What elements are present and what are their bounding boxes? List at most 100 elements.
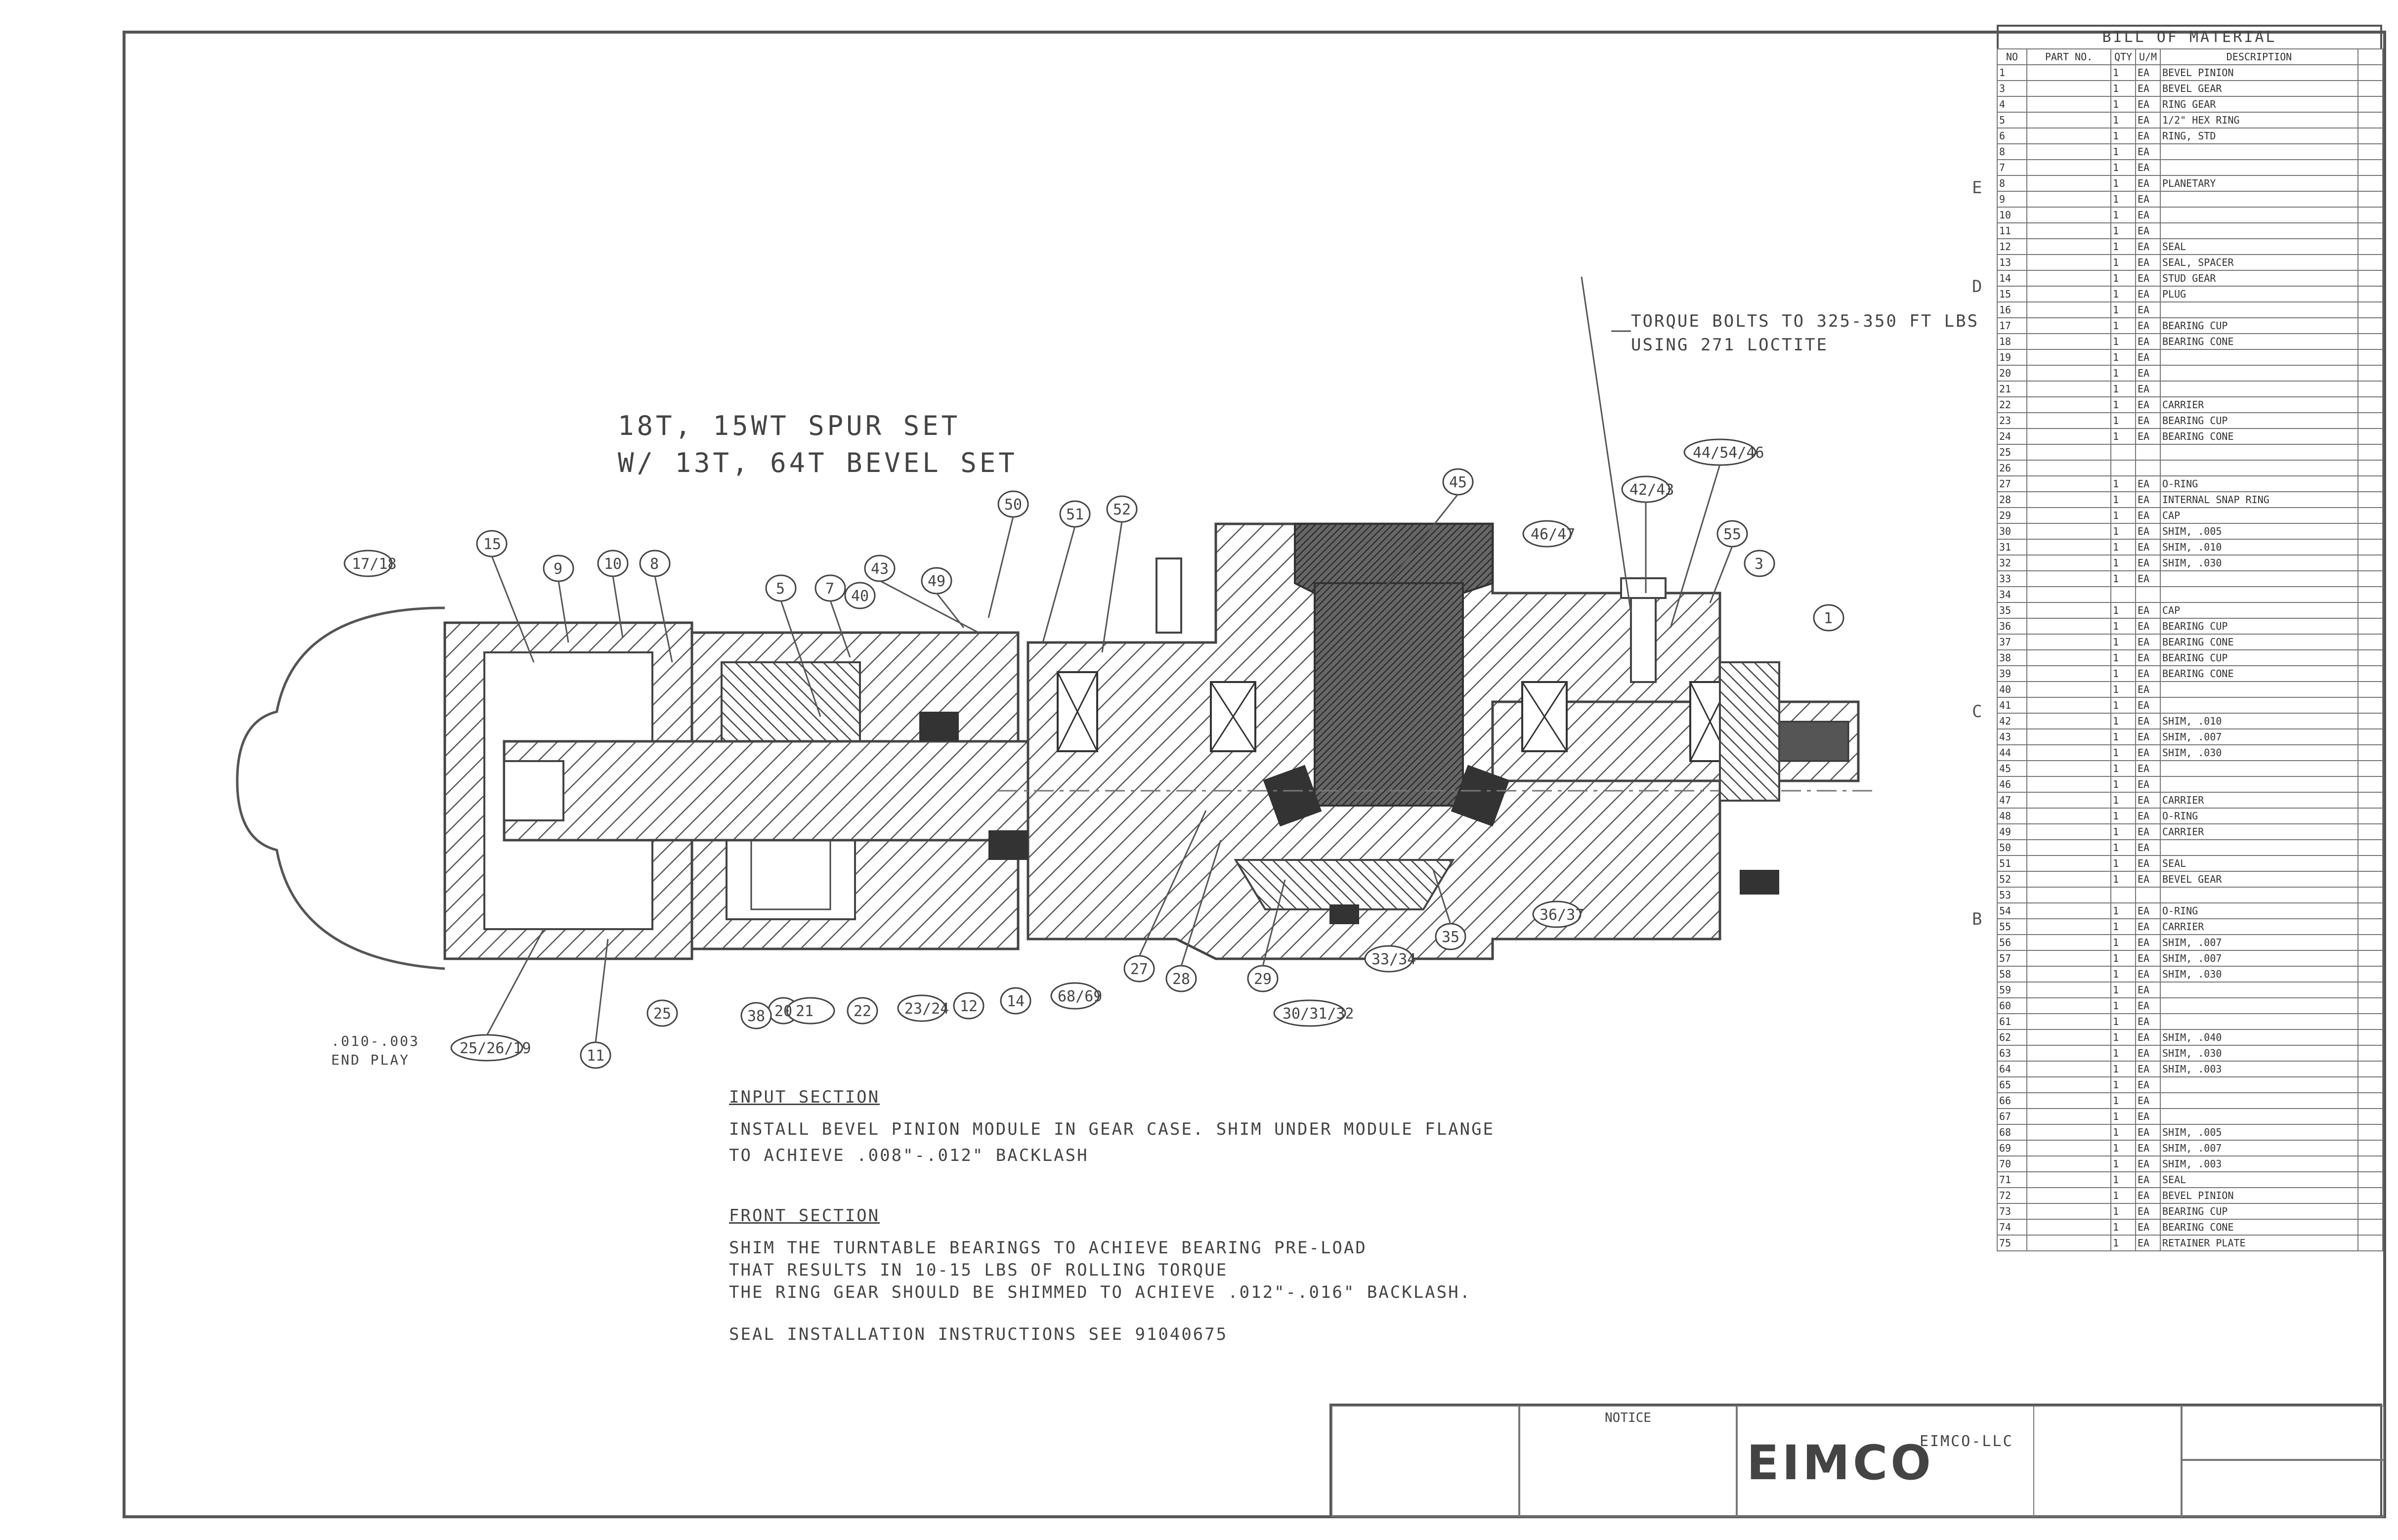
bom-cell: EA <box>2135 365 2161 382</box>
bom-cell: EA <box>2135 238 2161 255</box>
bom-cell <box>2160 301 2358 318</box>
bom-cell <box>2026 570 2111 587</box>
callout-23-24: 23/24 <box>904 1000 949 1018</box>
bom-cell: 13 <box>1997 254 2027 271</box>
bom-cell <box>2357 649 2383 666</box>
bom-cell: EA <box>2135 713 2161 729</box>
bom-cell: 1 <box>2110 728 2136 745</box>
bom-cell: 1 <box>2110 823 2136 840</box>
bom-cell: 1 <box>2110 254 2136 271</box>
bom-cell: EA <box>2135 128 2161 144</box>
bom-cell: EA <box>2135 428 2161 445</box>
bom-cell: 1 <box>2110 1203 2136 1220</box>
bom-cell <box>2357 855 2383 872</box>
bom-cell <box>2357 80 2383 97</box>
bom-cell: 8 <box>1997 175 2027 192</box>
bom-cell: 19 <box>1997 349 2027 366</box>
bom-cell <box>2357 1124 2383 1141</box>
bom-cell <box>2026 713 2111 729</box>
bom-cell: 3 <box>1997 80 2027 97</box>
callout-bubble <box>1532 900 1582 928</box>
bom-cell <box>2026 902 2111 919</box>
bom-cell <box>2026 1235 2111 1251</box>
bom-cell <box>2357 966 2383 983</box>
seal-housing <box>1719 661 1780 802</box>
bom-cell: 1 <box>2110 222 2136 239</box>
bom-cell: BEARING CUP <box>2160 618 2358 635</box>
callout-38: 38 <box>747 1008 766 1025</box>
bom-cell: 74 <box>1997 1219 2027 1236</box>
bom-cell <box>2160 776 2358 793</box>
bom-cell: EA <box>2135 744 2161 761</box>
bom-cell <box>2357 1076 2383 1093</box>
bom-cell: EA <box>2135 286 2161 302</box>
bom-cell <box>2357 1203 2383 1220</box>
bom-cell: SHIM, .003 <box>2160 1155 2358 1172</box>
bom-cell <box>2357 681 2383 698</box>
bom-cell: BEARING CONE <box>2160 665 2358 682</box>
bom-cell: EA <box>2135 760 2161 777</box>
bom-cell <box>2026 997 2111 1014</box>
bom-cell: SHIM, .005 <box>2160 523 2358 540</box>
drawing-title-line-1: 18T, 15WT SPUR SET <box>618 410 961 441</box>
callout-bubble <box>1273 999 1346 1027</box>
bom-cell: EA <box>2135 950 2161 967</box>
bom-cell <box>2357 175 2383 192</box>
bom-row: 26 <box>1997 460 2383 476</box>
bom-cell <box>2135 444 2161 461</box>
bom-cell <box>2357 159 2383 176</box>
bom-cell <box>2026 1203 2111 1220</box>
bom-cell: STUD GEAR <box>2160 270 2358 287</box>
bom-cell <box>2160 143 2358 160</box>
callout-bubble <box>1522 520 1572 548</box>
bom-cell: EA <box>2135 1013 2161 1030</box>
callout-21: 21 <box>796 1003 814 1020</box>
bom-cell <box>2357 950 2383 967</box>
callout-bubble <box>1000 987 1031 1015</box>
bom-cell: 1 <box>2110 175 2136 192</box>
bom-cell <box>2357 143 2383 160</box>
bom-cell: EA <box>2135 222 2161 239</box>
bom-cell <box>2357 934 2383 951</box>
input-section-line-2: TO ACHIEVE .008"-.012" BACKLASH <box>729 1146 1089 1165</box>
bom-cell: 38 <box>1997 649 2027 666</box>
bom-cell <box>2160 586 2358 603</box>
bom-cell <box>2026 191 2111 208</box>
bom-cell: 73 <box>1997 1203 2027 1220</box>
bom-cell: 1 <box>2110 128 2136 144</box>
bom-cell <box>2357 839 2383 856</box>
bom-cell: 1 <box>2110 159 2136 176</box>
torque-note-line-2: USING 271 LOCTITE <box>1631 335 1828 355</box>
bom-cell: 43 <box>1997 728 2027 745</box>
bom-cell: BEARING CUP <box>2160 317 2358 334</box>
callout-bubble <box>343 550 393 577</box>
bom-cell: CAP <box>2160 507 2358 524</box>
bom-cell <box>2026 634 2111 650</box>
bom-cell <box>2026 1013 2111 1030</box>
end-play-line-2: END PLAY <box>331 1052 410 1068</box>
bom-cell: 1 <box>2110 96 2136 113</box>
bom-cell <box>2357 1219 2383 1236</box>
bom-cell: 1 <box>2110 555 2136 571</box>
bom-cell: 1 <box>2110 649 2136 666</box>
bom-cell: SHIM, .040 <box>2160 1029 2358 1046</box>
bom-cell <box>2026 1061 2111 1077</box>
bom-cell: EA <box>2135 1124 2161 1141</box>
bom-cell: EA <box>2135 1171 2161 1188</box>
bom-cell: 64 <box>1997 1061 2027 1077</box>
callout-17-18: 17/18 <box>352 556 397 573</box>
